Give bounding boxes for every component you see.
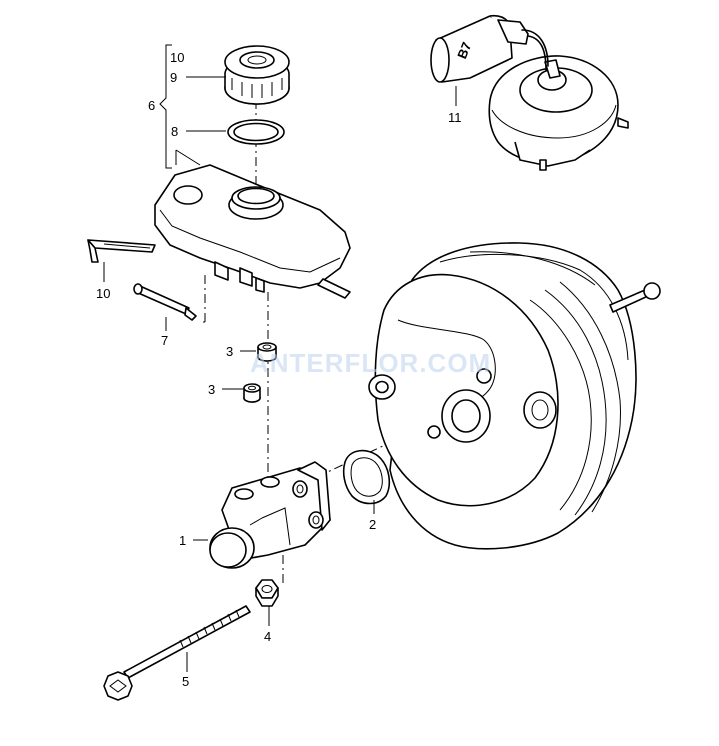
callout-11: 11 [448,110,462,125]
callout-8: 8 [171,124,178,139]
callout-5: 5 [182,674,189,689]
hex-nut[interactable] [255,579,279,607]
watermark-text: ANTERFLOR.COM [250,348,491,378]
callout-3-upper: 3 [226,344,233,359]
callout-10-top: 10 [170,50,184,65]
level-warning-sender[interactable] [87,239,156,263]
callout-10-left: 10 [96,286,110,301]
callout-2: 2 [369,517,376,532]
callout-9: 9 [170,70,177,85]
grommet-upper[interactable] [257,342,277,362]
brake-servo[interactable] [368,242,661,550]
callout-7: 7 [161,333,168,348]
retaining-pin[interactable] [133,283,197,321]
booster-stamp: B7 [454,40,474,61]
brake-fluid-reservoir[interactable] [154,164,351,299]
brake-master-cylinder[interactable] [209,461,331,569]
servo-detail-inset[interactable]: B7 [430,15,629,171]
cap-seal-ring[interactable] [227,119,285,145]
callout-3-lower: 3 [208,382,215,397]
bolt[interactable] [103,605,251,701]
reservoir-cap[interactable] [224,45,290,105]
grommet-lower[interactable] [243,383,261,403]
servo-gasket[interactable] [342,449,391,505]
callout-1: 1 [179,533,186,548]
leader-lines [103,76,457,672]
group-bracket [159,44,201,169]
callout-labels: 10 9 6 8 10 7 3 3 1 2 4 5 11 [96,50,462,689]
callout-6: 6 [148,98,155,113]
callout-4: 4 [264,629,271,644]
